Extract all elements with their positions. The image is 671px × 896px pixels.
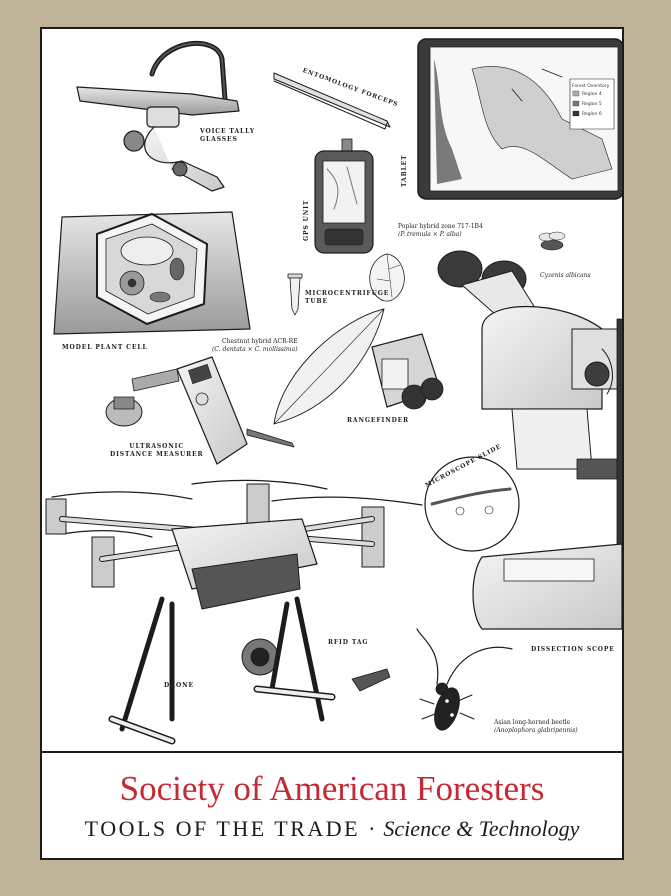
gps-unit-icon (314, 138, 374, 254)
map-legend-item: Region 6 (582, 111, 602, 117)
cable-line (601, 348, 613, 395)
plant-cell-icon (53, 211, 251, 335)
chestnut-line-1: Chestnut hybrid ACR-RE (222, 338, 298, 345)
map-legend-item: Region 5 (582, 101, 602, 107)
microcentrifuge-tube-icon (287, 273, 303, 316)
rfid-tag-icon (351, 668, 391, 692)
voice-tally-glasses-icon (76, 41, 240, 192)
map-legend: Forest Overstory Region 4 Region 5 Regio… (572, 83, 610, 117)
map-legend-item: Region 4 (582, 91, 602, 97)
label-drone: DRONE (164, 682, 194, 689)
label-asian-longhorned-beetle: Asian long-horned beetle (Anoplophora gl… (494, 719, 578, 735)
label-cyzenis-albicans: Cyzenis albicans (540, 272, 591, 279)
label-gps-unit: GPS UNIT (303, 199, 310, 241)
label-rfid-tag: RFID TAG (328, 639, 369, 646)
rangefinder-icon (371, 333, 444, 410)
beetle-icon (416, 628, 513, 731)
label-rangefinder: RANGEFINDER (347, 417, 410, 424)
label-ultrasonic-distance-measurer: ULTRASONIC DISTANCE MEASURER (110, 443, 204, 458)
illustration-svg: Forest Overstory Region 4 Region 5 Regio… (45, 38, 622, 745)
subtitle-science-technology: Science & Technology (383, 816, 580, 841)
fly-icon (538, 231, 566, 251)
poster: Forest Overstory Region 4 Region 5 Regio… (40, 27, 624, 860)
map-legend-title: Forest Overstory (572, 83, 610, 89)
poster-subtitle: TOOLS OF THE TRADE · Science & Technology (42, 815, 622, 843)
label-model-plant-cell: MODEL PLANT CELL (62, 344, 148, 351)
microscope-icon (437, 250, 622, 630)
beetle-line-1: Asian long-horned beetle (494, 719, 571, 726)
entomology-forceps-icon (273, 72, 391, 130)
label-chestnut-hybrid: Chestnut hybrid ACR-RE (C. dentata × C. … (212, 338, 298, 354)
leaf-icon (369, 253, 405, 302)
illustration-area: Forest Overstory Region 4 Region 5 Regio… (42, 29, 622, 751)
chestnut-line-2: (C. dentata × C. mollissima) (212, 346, 298, 353)
label-microcentrifuge-tube: MICROCENTRIFUGE TUBE (305, 290, 390, 305)
drone-icon (45, 479, 423, 745)
beetle-line-2: (Anoplophora glabripennis) (494, 727, 578, 734)
poplar-line-2: (P. tremula × P. alba) (398, 231, 462, 238)
microscope-slide-icon (424, 456, 520, 552)
caption-divider (42, 751, 622, 753)
tablet-icon (417, 38, 622, 200)
poster-title: Society of American Foresters (119, 769, 545, 808)
leaf-icon (273, 308, 385, 425)
label-tablet: TABLET (401, 154, 408, 187)
subtitle-tools-of-the-trade: TOOLS OF THE TRADE (84, 816, 361, 841)
poplar-line-1: Poplar hybrid zone 717-1B4 (398, 223, 483, 230)
subtitle-separator: · (368, 816, 376, 841)
label-dissection-scope: DISSECTION SCOPE (531, 646, 615, 653)
label-voice-tally-glasses: VOICE TALLY GLASSES (200, 128, 256, 143)
ultrasonic-measurer-icon (105, 356, 295, 465)
label-poplar-hybrid: Poplar hybrid zone 717-1B4 (P. tremula ×… (398, 223, 483, 239)
